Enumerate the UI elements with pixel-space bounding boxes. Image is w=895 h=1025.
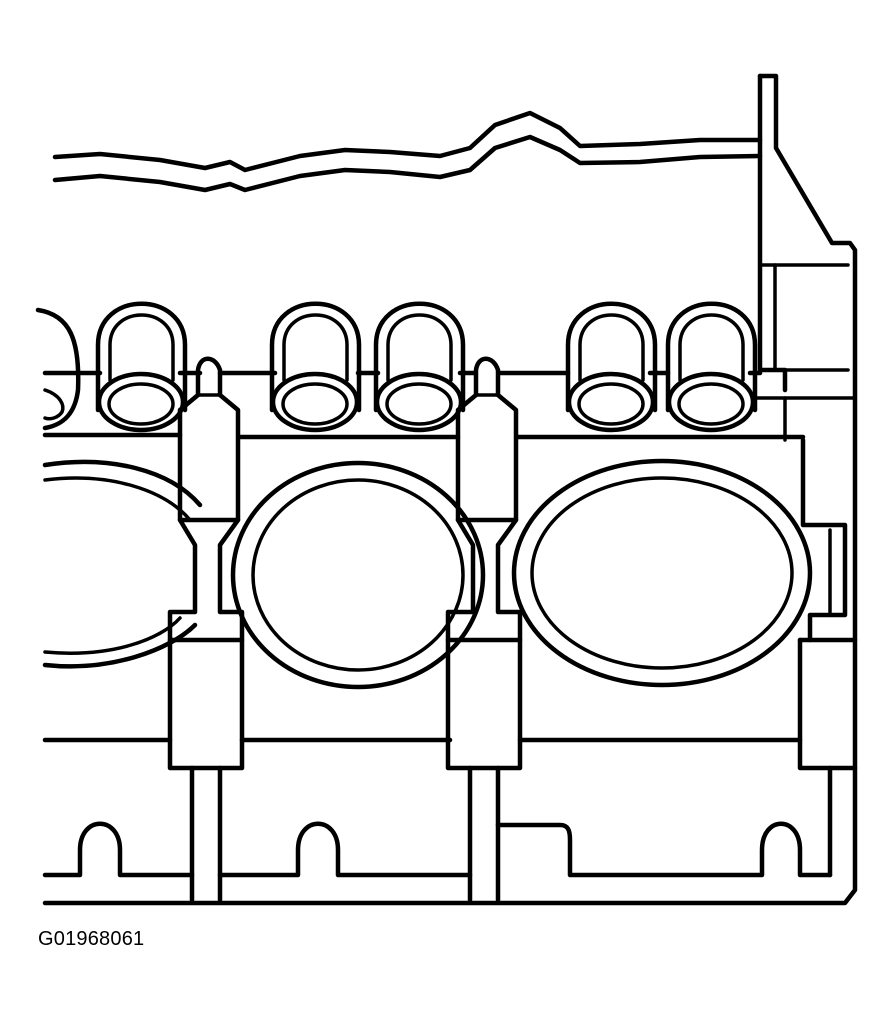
cylinder-bores (42, 458, 813, 690)
valve-ports (35, 301, 758, 433)
block-top-edge (52, 110, 763, 193)
deck-lines (42, 370, 806, 743)
tool-middle (445, 356, 523, 903)
tool-left (167, 356, 245, 903)
block-pads-right (797, 637, 858, 771)
block-right-end (42, 73, 858, 906)
lower-profile (42, 765, 833, 878)
figure-caption: G01968061 (38, 928, 145, 950)
